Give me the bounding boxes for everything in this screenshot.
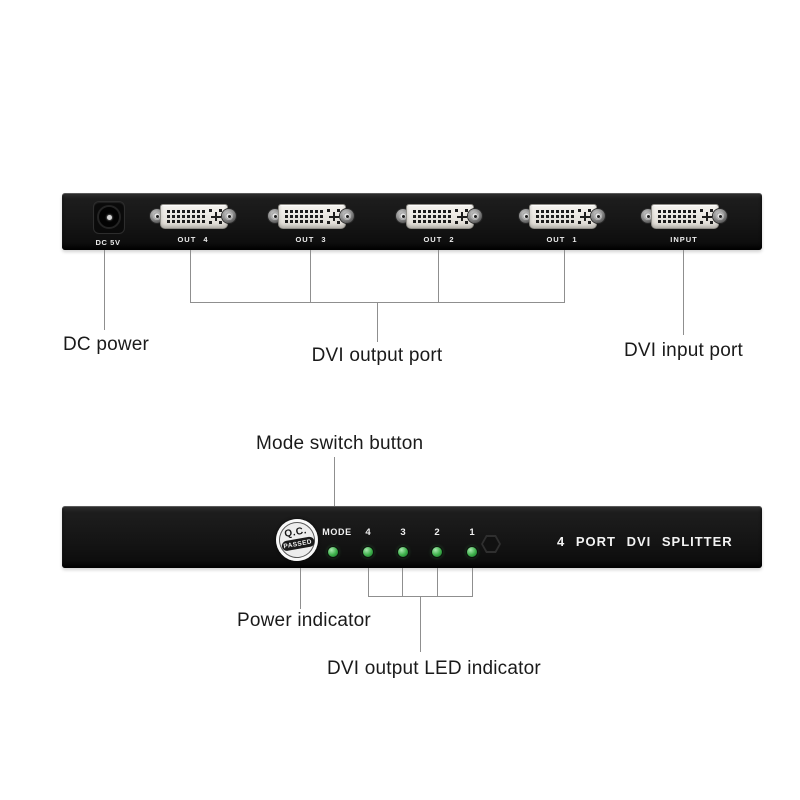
output-led-4 [363,547,373,557]
callout-line-led3 [402,568,403,597]
callout-line-led4 [368,568,369,597]
dvi-analog-pins [700,209,713,224]
dvi-analog-pins [209,209,222,224]
dvi-analog-pins [327,209,340,224]
label-dc-power: DC power [63,334,150,355]
screw-post-icon [713,209,727,223]
callout-line-out4 [190,250,191,302]
screw-post-icon [468,209,482,223]
callout-line-out3 [310,250,311,302]
callout-line-out2 [438,250,439,302]
dvi-analog-pins [578,209,591,224]
callout-line-input [683,250,684,335]
screw-post-icon [591,209,605,223]
channel-label-4: 4 [365,527,371,538]
callout-line-dc [104,250,105,330]
dc-jack-pin-icon [106,215,112,220]
port-label: OUT 2 [423,235,455,244]
dvi-pin-grid [285,210,323,223]
qc-passed-stamp: Q.C. PASSED [272,515,322,565]
dvi-port-input: INPUT [624,193,744,250]
front-panel: Q.C. PASSED MODE 4 PORT DVI SPLITTER 4 3 2… [62,506,762,568]
mode-led [328,547,338,557]
port-label: OUT 4 [177,235,209,244]
channel-label-1: 1 [469,527,475,538]
dvi-connector [406,204,474,229]
label-dvi-output-port: DVI output port [311,345,443,366]
label-power-indicator: Power indicator [237,610,371,631]
callout-line-mode [334,457,335,507]
screw-post-icon [222,209,236,223]
rear-panel: DC 5V OUT 4 OUT 3 OUT 2 OUT 1 INPUT [62,193,762,250]
dvi-analog-pins [455,209,468,224]
dvi-pin-grid [167,210,205,223]
dc-port-label: DC 5V [95,238,121,247]
label-mode-switch-button: Mode switch button [256,433,424,454]
ir-window-icon [481,535,501,553]
port-label: INPUT [670,235,698,244]
dc-power-jack [93,201,125,234]
callout-line-led1 [472,568,473,597]
channel-label-2: 2 [434,527,440,538]
dvi-pin-grid [658,210,696,223]
dvi-port-out-4: OUT 4 [133,193,253,250]
brand-text: 4 PORT DVI SPLITTER [557,534,733,549]
callout-line-power [300,568,301,609]
label-dvi-output-led-indicator: DVI output LED indicator [327,658,541,679]
dvi-connector [651,204,719,229]
dvi-connector [278,204,346,229]
callout-line-leds-center [420,596,421,652]
dvi-connector [529,204,597,229]
port-label: OUT 1 [546,235,578,244]
output-led-1 [467,547,477,557]
output-led-3 [398,547,408,557]
dvi-port-out-1: OUT 1 [502,193,622,250]
callout-line-led2 [437,568,438,597]
dvi-pin-grid [536,210,574,223]
dvi-connector [160,204,228,229]
ir-window-inner [483,537,499,551]
dc-jack-barrel-icon [97,205,121,229]
dvi-port-out-2: OUT 2 [379,193,499,250]
callout-line-outputs-center [377,302,378,342]
label-dvi-input-port: DVI input port [624,340,743,361]
callout-line-out1 [564,250,565,302]
screw-post-icon [340,209,354,223]
dvi-port-out-3: OUT 3 [251,193,371,250]
output-led-2 [432,547,442,557]
port-label: OUT 3 [295,235,327,244]
channel-label-3: 3 [400,527,406,538]
mode-label: MODE [322,527,352,537]
dvi-pin-grid [413,210,451,223]
